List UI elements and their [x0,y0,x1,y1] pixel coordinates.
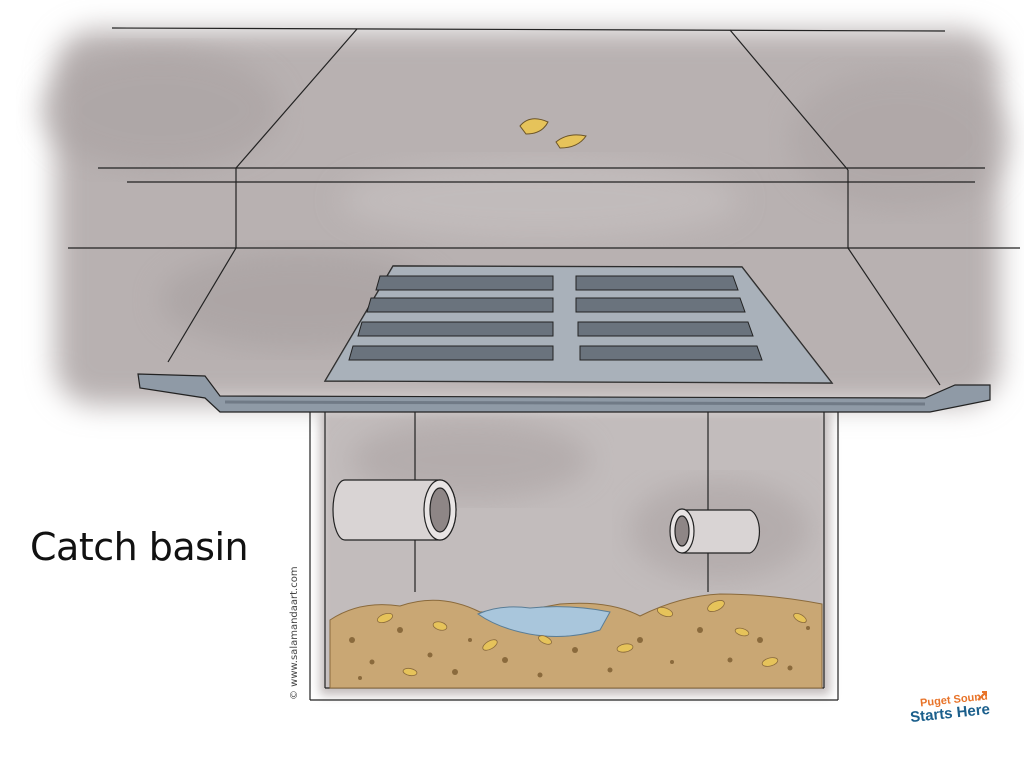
pipe-right [669,508,761,554]
curb-slab [137,373,991,413]
standing-water [476,606,611,637]
leaf-icon [519,118,587,149]
grate-slots [348,275,763,361]
storm-grate [323,265,834,384]
street-lines [68,27,1020,386]
puget-sound-logo: Puget Sound Starts Here [908,688,998,728]
outlet-pipes [332,412,761,592]
diagram-title: Catch basin [30,525,249,569]
leaf-icon [376,600,807,677]
arrow-icon [977,691,987,701]
sediment-debris [329,593,823,689]
pipe-left [332,479,457,541]
artist-credit: © www.salamandaart.com [289,566,300,700]
